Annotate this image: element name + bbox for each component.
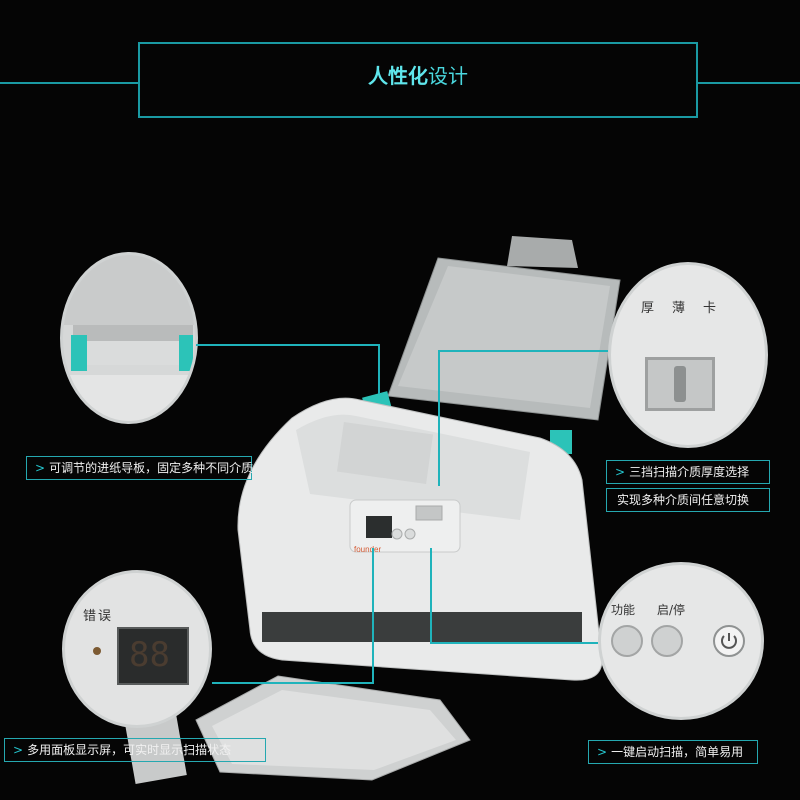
brand-logo: founder [354, 545, 381, 554]
tray-extension [507, 236, 578, 268]
power-icon [721, 633, 737, 649]
panel-slider [415, 505, 443, 521]
panel-display [366, 516, 392, 538]
zoom-circle-display: 错误 88 [62, 570, 212, 728]
connector-thickness-h [440, 350, 608, 352]
power-button[interactable] [713, 625, 745, 657]
zoom-circle-buttons: 功能 启/停 [598, 562, 764, 720]
caption-display: >多用面板显示屏，可实时显示扫描状态 [4, 738, 266, 762]
start-stop-button[interactable] [651, 625, 683, 657]
connector-guide-h [196, 344, 380, 346]
connector-buttons-v [430, 548, 432, 644]
panel-start-button [404, 528, 416, 540]
label-thick: 厚 [641, 301, 673, 316]
guide-teal-right [179, 335, 193, 371]
title-box [138, 42, 698, 118]
zoom-circle-thickness: 厚薄卡 [608, 262, 768, 448]
display-digits: 88 [129, 635, 170, 675]
title-line-left [0, 82, 138, 84]
caption-thickness-1: >三挡扫描介质厚度选择 [606, 460, 770, 484]
error-label: 错误 [83, 609, 114, 624]
error-led [93, 647, 101, 655]
output-slot [262, 612, 582, 642]
zoom-circle-guide [60, 252, 198, 424]
caption-buttons: >一键启动扫描，简单易用 [588, 740, 758, 764]
startstop-label: 启/停 [657, 603, 686, 617]
connector-display-v [372, 548, 374, 684]
function-label: 功能 [611, 603, 636, 617]
page-title: 人性化设计 [368, 64, 468, 88]
guide-teal-left [71, 335, 87, 371]
display-screen: 88 [117, 627, 189, 685]
title-line-right [698, 82, 800, 84]
connector-display-h [212, 682, 374, 684]
label-thin: 薄 [672, 301, 704, 316]
thickness-labels: 厚薄卡 [641, 297, 751, 316]
caption-thickness-2: 实现多种介质间任意切换 [606, 488, 770, 512]
panel-function-button [391, 528, 403, 540]
slider-knob[interactable] [674, 366, 686, 402]
connector-guide-v [378, 344, 380, 394]
caption-guide: >可调节的进纸导板，固定多种不同介质 [26, 456, 253, 480]
connector-thickness-v [438, 350, 440, 486]
thickness-slider[interactable] [645, 357, 715, 411]
label-card: 卡 [703, 301, 735, 316]
connector-buttons-h [432, 642, 598, 644]
function-button[interactable] [611, 625, 643, 657]
